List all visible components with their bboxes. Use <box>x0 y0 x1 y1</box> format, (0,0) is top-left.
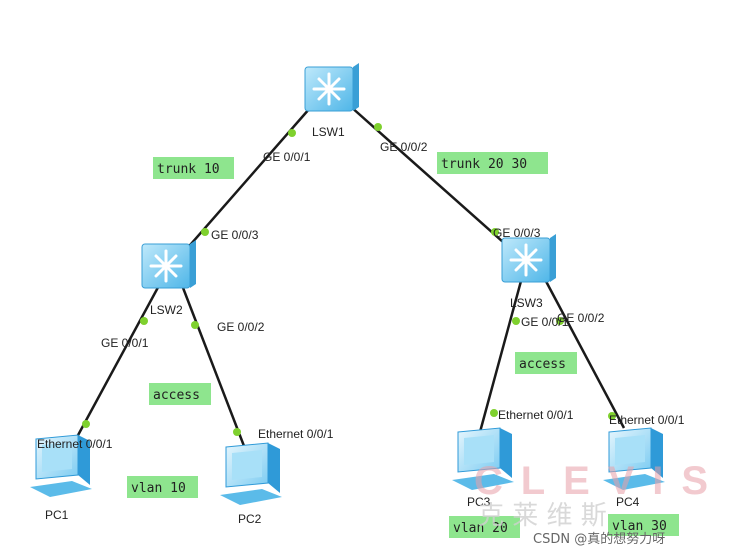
port-label: Ethernet 0/0/1 <box>609 413 685 427</box>
tag-trunk-left-bg <box>153 157 234 179</box>
tag-vlan10: vlan 10 <box>131 481 186 496</box>
device-label-lsw3: LSW3 <box>510 296 543 310</box>
port-label: GE 0/0/2 <box>557 311 605 325</box>
tag-vlan10-bg <box>127 476 198 498</box>
device-label-lsw1: LSW1 <box>312 125 345 139</box>
tag-trunk-right-bg <box>437 152 548 174</box>
tag-vlan30-bg <box>608 514 679 536</box>
device-label-lsw2: LSW2 <box>150 303 183 317</box>
port-dot <box>140 317 148 325</box>
port-dot <box>490 409 498 417</box>
port-dot <box>201 228 209 236</box>
pc-pc4[interactable] <box>603 427 665 490</box>
port-dot <box>556 317 564 325</box>
tag-access-right-bg <box>515 352 577 374</box>
port-label: GE 0/0/2 <box>217 320 265 334</box>
port-dot <box>288 129 296 137</box>
tag-access-right: access <box>519 357 566 372</box>
port-label: GE 0/0/3 <box>493 226 541 240</box>
switch-icon <box>149 249 183 283</box>
port-dot <box>82 420 90 428</box>
tag-vlan30: vlan 30 <box>612 519 667 534</box>
credit-text: CSDN @真的想努力呀 <box>533 531 665 547</box>
tag-trunk-right: trunk 20 30 <box>441 157 527 172</box>
device-label-pc1: PC1 <box>45 508 69 522</box>
switch-icon <box>312 72 346 106</box>
switch-icon <box>509 243 543 277</box>
port-label: GE 0/0/1 <box>521 315 569 329</box>
device-label-pc3: PC3 <box>467 495 491 509</box>
tag-vlan20-bg <box>449 516 520 538</box>
port-dot <box>374 123 382 131</box>
device-label-pc4: PC4 <box>616 495 640 509</box>
pc-pc3[interactable] <box>452 427 514 490</box>
port-dot <box>512 317 520 325</box>
watermark-chinese: 克 莱 维 斯 <box>478 501 607 531</box>
link-lsw3-pc4 <box>538 269 626 429</box>
port-dot <box>233 428 241 436</box>
port-dot <box>191 321 199 329</box>
pc-pc2[interactable] <box>220 442 282 505</box>
pc-pc1[interactable]: pc <box>30 434 92 497</box>
link-lsw2-pc2 <box>178 279 246 447</box>
port-label: Ethernet 0/0/1 <box>37 437 113 451</box>
port-dot <box>491 228 499 236</box>
link-lsw3-pc3 <box>478 269 526 433</box>
switch-lsw3[interactable] <box>501 234 556 283</box>
link-lsw1-lsw2 <box>169 107 311 269</box>
switch-lsw2[interactable] <box>141 240 196 289</box>
tag-access-left-bg <box>149 383 211 405</box>
port-label: GE 0/0/2 <box>380 140 428 154</box>
port-label: GE 0/0/1 <box>263 150 311 164</box>
port-label: Ethernet 0/0/1 <box>498 408 574 422</box>
tag-trunk-left: trunk 10 <box>157 162 220 177</box>
switch-lsw1[interactable] <box>304 63 359 112</box>
port-label: GE 0/0/1 <box>101 336 149 350</box>
device-label-pc2: PC2 <box>238 512 262 526</box>
tag-vlan20: vlan 20 <box>453 521 508 536</box>
port-label: GE 0/0/3 <box>211 228 259 242</box>
tag-access-left: access <box>153 388 200 403</box>
port-dot <box>608 412 616 420</box>
port-label: Ethernet 0/0/1 <box>258 427 334 441</box>
